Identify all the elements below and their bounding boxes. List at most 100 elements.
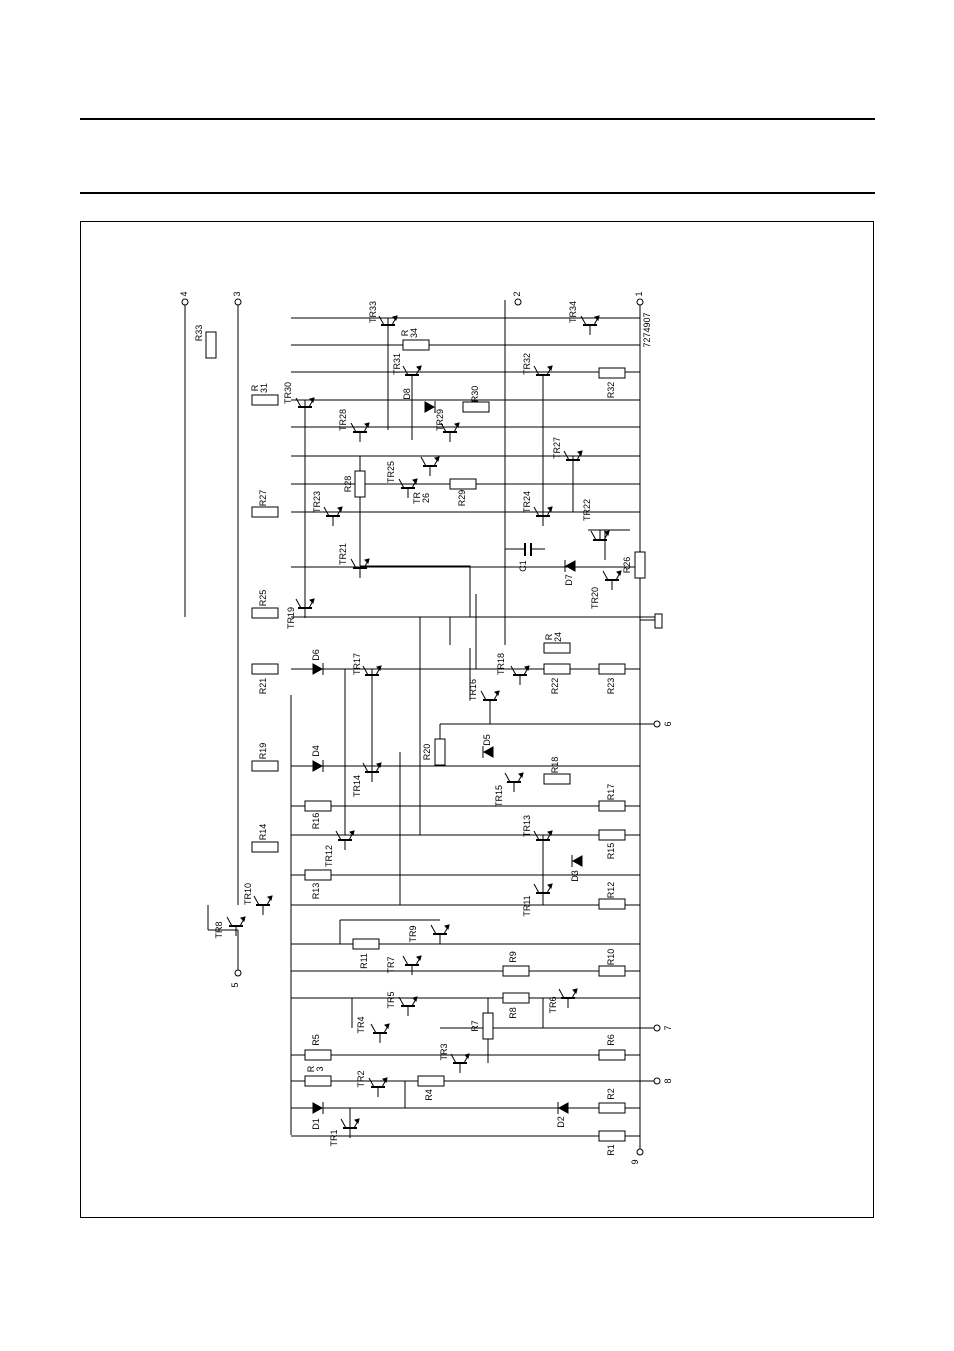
resistor-r9	[502, 965, 530, 977]
label-tr26: TR26	[412, 492, 431, 504]
resistor-r2	[598, 1102, 626, 1114]
transistor-tr30	[295, 397, 315, 417]
label-tr13: TR13	[522, 815, 532, 837]
label-tr24: TR24	[522, 491, 532, 513]
resistor-r33	[205, 331, 217, 359]
label-tr33: TR33	[368, 301, 378, 323]
resistor-r23	[598, 663, 626, 675]
transistor-tr14	[362, 762, 382, 782]
label-tr10: TR10	[243, 883, 253, 905]
label-tr19: TR19	[286, 607, 296, 629]
label-d8: D8	[402, 388, 412, 400]
label-r3: R3	[306, 1065, 325, 1072]
transistor-tr18	[510, 665, 530, 685]
transistor-tr25	[420, 456, 440, 476]
label-tr17: TR17	[352, 653, 362, 675]
terminal-t4	[181, 298, 189, 306]
resistor-r20	[434, 738, 446, 766]
resistor-r30	[462, 401, 490, 413]
resistor-r8	[502, 992, 530, 1004]
resistor-r21	[251, 663, 279, 675]
resistor-r6	[598, 1049, 626, 1061]
figure-frame	[80, 221, 874, 1218]
transistor-tr31	[402, 365, 422, 385]
terminal-t3-label: 3	[232, 291, 242, 296]
label-r12: R12	[606, 882, 616, 899]
diode-d2	[557, 1102, 569, 1114]
label-r34: R34	[400, 328, 419, 338]
transistor-tr33	[378, 315, 398, 335]
transistor-tr13	[533, 830, 553, 850]
transistor-tr16	[480, 690, 500, 710]
transistor-tr26	[398, 478, 418, 498]
label-d2: D2	[556, 1116, 566, 1128]
resistor-r28	[354, 470, 366, 498]
resistor-r12	[598, 898, 626, 910]
transistor-tr7	[402, 955, 422, 975]
label-r4: R4	[424, 1089, 434, 1101]
transistor-tr20	[602, 570, 622, 590]
label-r27: R27	[258, 490, 268, 507]
label-tr2: TR2	[356, 1070, 366, 1087]
diode-d1	[312, 1102, 324, 1114]
transistor-tr3	[450, 1053, 470, 1073]
label-tr21: TR21	[338, 543, 348, 565]
transistor-tr28	[350, 422, 370, 442]
transistor-tr19	[295, 598, 315, 618]
label-r33: R33	[194, 325, 204, 342]
diode-d7	[564, 560, 576, 572]
label-tr8: TR8	[214, 921, 224, 938]
transistor-tr5	[398, 996, 418, 1016]
transistor-tr10	[253, 895, 273, 915]
resistor-r26	[634, 551, 646, 579]
label-d5: D5	[482, 734, 492, 746]
label-tr22: TR22	[582, 499, 592, 521]
transistor-tr27	[563, 450, 583, 470]
label-r18: R18	[550, 757, 560, 774]
transistor-tr1	[340, 1118, 360, 1138]
transistor-tr24	[533, 506, 553, 526]
label-r21: R21	[258, 678, 268, 695]
resistor-r16	[304, 800, 332, 812]
resistor-r11	[352, 938, 380, 950]
label-tr31: TR31	[392, 353, 402, 375]
label-r2: R2	[606, 1088, 616, 1100]
diode-d8	[424, 401, 436, 413]
label-tr3: TR3	[439, 1043, 449, 1060]
terminal-t7-label: 7	[663, 1025, 673, 1030]
transistor-tr23	[323, 506, 343, 526]
terminal-t2-label: 2	[512, 291, 522, 296]
terminal-t1-label: 1	[634, 291, 644, 296]
label-tr5: TR5	[386, 991, 396, 1008]
transistor-tr17	[362, 665, 382, 685]
label-tr4: TR4	[356, 1016, 366, 1033]
resistor-r5	[304, 1049, 332, 1061]
transistor-tr22	[590, 530, 610, 541]
label-tr14: TR14	[352, 775, 362, 797]
terminal-t6-label: 6	[663, 721, 673, 726]
terminal-t8	[653, 1077, 661, 1085]
resistor-r14	[251, 841, 279, 853]
resistor-r19	[251, 760, 279, 772]
label-tr30: TR30	[283, 382, 293, 404]
resistor-r10	[598, 965, 626, 977]
terminal-t1	[636, 298, 644, 306]
label-r17: R17	[606, 784, 616, 801]
label-r20: R20	[422, 744, 432, 761]
label-tr7: TR7	[386, 956, 396, 973]
resistor-r25	[251, 607, 279, 619]
label-tr29: TR29	[435, 409, 445, 431]
output-pad	[654, 613, 663, 629]
resistor-r3	[304, 1075, 332, 1087]
label-r22: R22	[550, 678, 560, 695]
label-r10: R10	[606, 949, 616, 966]
label-tr16: TR16	[468, 679, 478, 701]
label-r7: R7	[470, 1020, 480, 1032]
resistor-r15	[598, 829, 626, 841]
terminal-t9	[636, 1148, 644, 1156]
terminal-t6	[653, 720, 661, 728]
diode-d5	[482, 746, 494, 758]
label-r19: R19	[258, 743, 268, 760]
label-tr18: TR18	[496, 653, 506, 675]
